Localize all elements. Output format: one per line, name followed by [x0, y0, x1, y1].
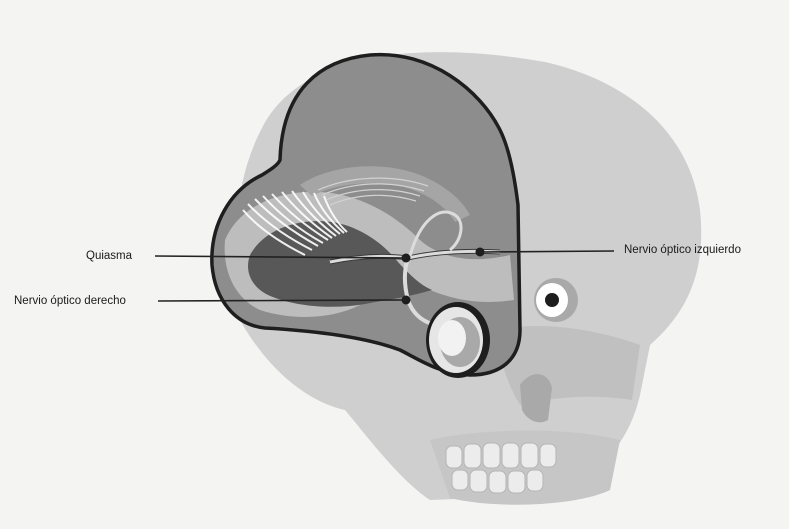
- tooth: [521, 443, 538, 468]
- label-nervio-optico-derecho: Nervio óptico derecho: [14, 294, 126, 308]
- leader-line-derecho: [158, 300, 406, 301]
- label-quiasma: Quiasma: [86, 249, 132, 263]
- leader-line-izquierdo: [480, 251, 614, 252]
- tooth: [540, 444, 556, 467]
- left-eye: [534, 278, 578, 322]
- tooth: [446, 446, 462, 468]
- tooth: [502, 443, 519, 468]
- label-nervio-optico-izquierdo: Nervio óptico izquierdo: [624, 243, 741, 257]
- tooth: [464, 444, 481, 468]
- tooth: [470, 470, 487, 492]
- tooth: [508, 471, 525, 493]
- tooth: [452, 470, 468, 490]
- right-eyeball: [426, 302, 490, 378]
- tooth: [489, 471, 506, 493]
- tooth: [527, 470, 543, 491]
- tooth: [483, 443, 500, 468]
